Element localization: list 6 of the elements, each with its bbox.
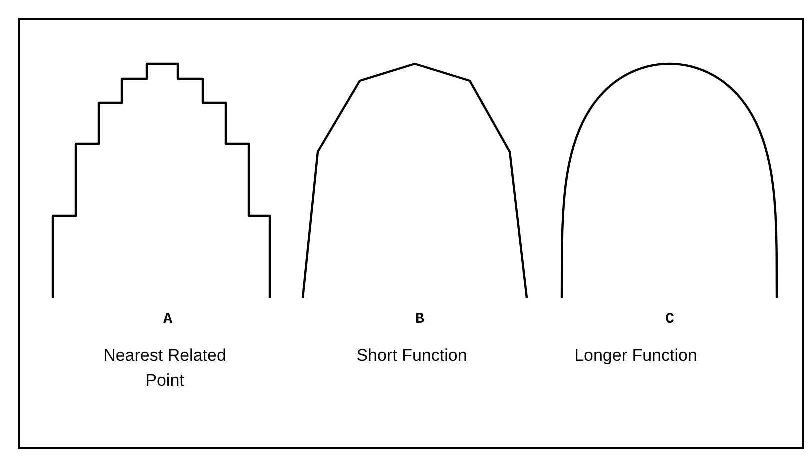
panel-letter: B	[414, 311, 426, 328]
panel-letter: C	[664, 311, 676, 328]
panel-caption: Short Function	[356, 345, 468, 367]
panel-caption: Longer Function	[574, 345, 698, 367]
panel-caption: Nearest Related Point	[102, 345, 228, 392]
panel-letter: A	[162, 311, 174, 328]
